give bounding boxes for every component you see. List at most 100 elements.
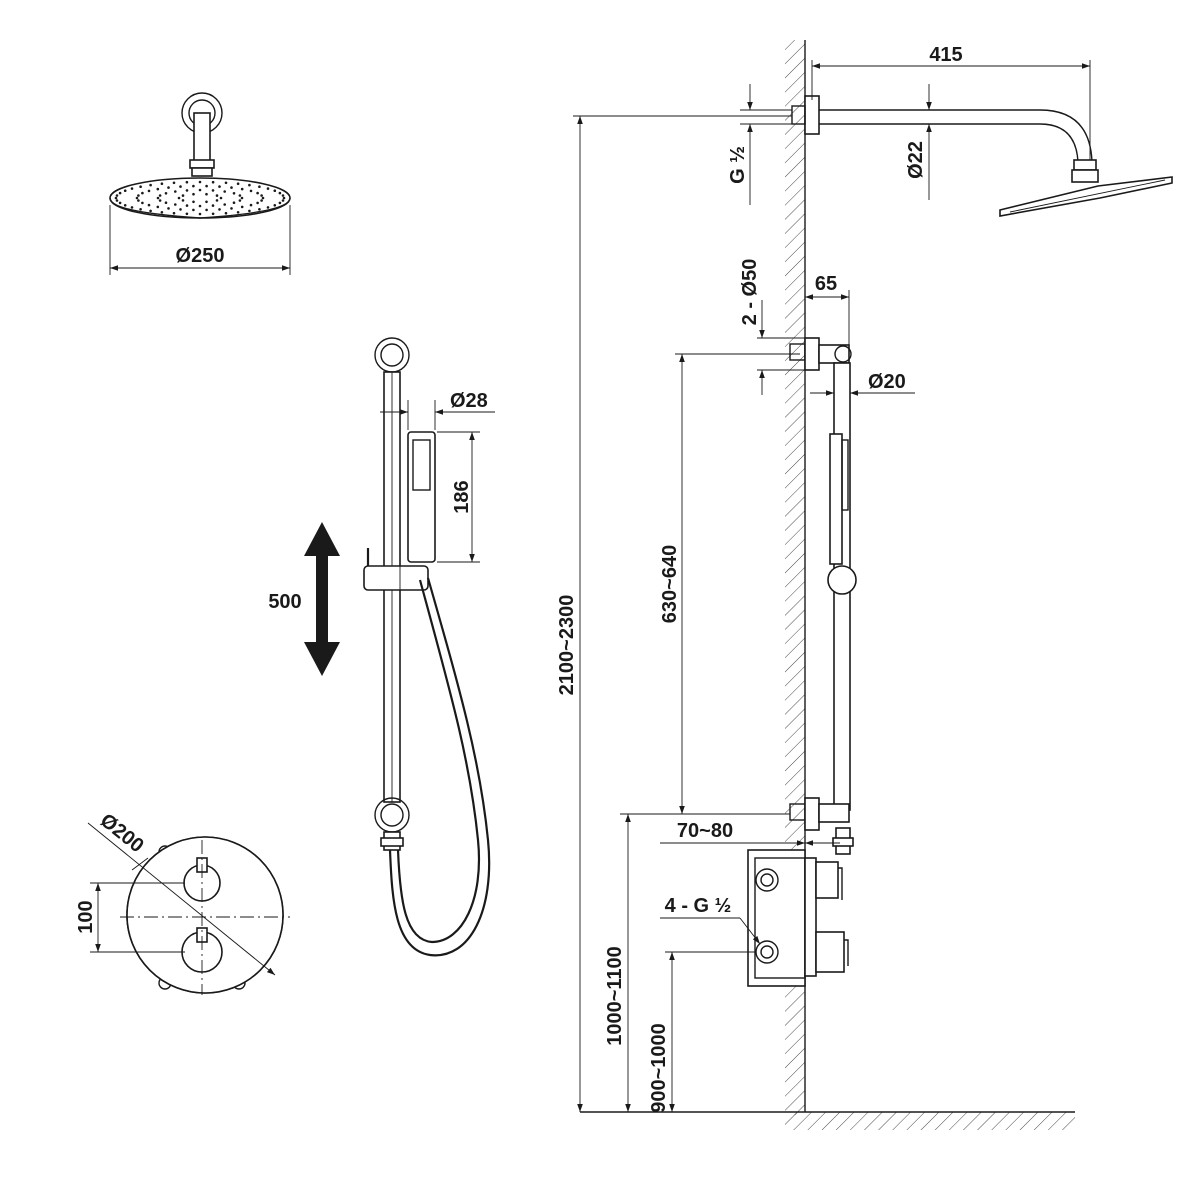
nozzle-dot [160,211,164,214]
nozzle-dot [156,187,160,191]
nozzle-dot [278,201,282,205]
nozzle-dot [240,205,244,209]
nozzle-dot [174,190,177,193]
nozzle-dot [281,199,285,202]
nozzle-dot [266,187,270,190]
nozzle-dot [181,199,185,202]
nozzle-dot [172,211,176,215]
nozzle-dot [218,185,221,188]
nozzle-dot [249,203,253,207]
hand-length-label: 186 [451,480,473,513]
nozzle-dot [273,189,277,192]
nozzle-dot [236,182,240,185]
nozzle-dot [192,192,195,196]
nozzle-dot [215,199,219,202]
nozzle-dot [230,207,233,210]
nozzle-dot [147,203,151,207]
nozzle-dot [198,212,202,216]
nozzle-dot [273,204,277,207]
nozzle-dot [164,192,168,195]
nozzle-dot [223,203,226,206]
nozzle-dot [167,186,170,189]
outlet-depth-label: 70~80 [677,820,733,842]
valve-connections-label: 4 - G ½ [665,895,732,917]
total-height-label: 2100~2300 [556,595,578,696]
nozzle-dot [240,187,244,191]
nozzle-dot [211,180,215,184]
nozzle-dot [240,196,244,200]
nozzle-dot [185,189,189,192]
nozzle-dot [149,209,152,213]
nozzle-dot [167,207,170,210]
nozzle-dot [118,201,122,205]
nozzle-dot [198,188,202,192]
slide-travel-arrow [304,522,340,676]
nozzle-dot [236,211,240,214]
nozzle-dot [139,208,142,211]
nozzle-dot [130,206,134,209]
slide-rail-view: Ø28 186 500 [268,337,495,957]
nozzle-dot [258,185,261,188]
valve-height-label: 1000~1100 [604,946,626,1046]
nozzle-dot [137,194,140,197]
nozzle-dot [158,199,162,202]
nozzle-dot [160,182,164,185]
nozzle-dot [192,184,195,188]
nozzle-dot [224,211,228,215]
nozzle-dot [139,185,142,188]
rail-diameter-label: Ø20 [868,371,906,393]
arm-length-label: 415 [929,44,962,66]
mixer-plate-view: 100 Ø200 [75,809,290,995]
nozzle-dot [261,196,265,200]
nozzle-dot [211,204,215,207]
nozzle-dot [215,194,219,197]
nozzle-dot [185,212,189,216]
nozzle-dot [205,192,208,196]
nozzle-dot [248,209,251,213]
nozzle-dot [164,201,168,204]
nozzle-dot [238,194,242,197]
nozzle-dot [172,181,176,185]
nozzle-dot [248,183,251,187]
nozzle-dot [185,180,189,184]
nozzle-dot [224,181,228,185]
nozzle-dot [115,199,119,202]
nozzle-dot [135,196,139,200]
nozzle-dot [198,180,202,184]
nozzle-dot [130,187,134,190]
nozzle-dot [282,196,286,200]
nozzle-dot [256,201,259,205]
nozzle-dot [223,190,226,193]
nozzle-dot [158,194,162,197]
nozzle-dot [281,194,285,197]
nozzle-dot [192,208,195,212]
nozzle-dot [258,208,261,211]
nozzle-dot [149,183,152,187]
side-elevation-view: 415 G ½ Ø22 2 - Ø50 [556,40,1173,1130]
nozzle-dot [218,208,221,211]
nozzle-dot [156,196,160,200]
nozzle-dot [260,194,263,197]
nozzle-dot [123,189,127,192]
nozzle-dot [177,196,181,200]
bracket-diameter-label: 2 - Ø50 [739,259,761,326]
nozzle-dot [115,194,119,197]
nozzle-dot [232,201,236,204]
nozzle-dot [230,186,233,189]
plate-spacing-label: 100 [75,900,97,933]
nozzle-dot [118,191,122,195]
nozzle-dot [238,199,242,202]
nozzle-dot [205,184,208,188]
nozzle-dot [219,196,223,200]
arm-diameter-label: Ø22 [905,141,927,179]
nozzle-dot [114,196,118,200]
overhead-shower-view: Ø250 [109,92,291,275]
hand-diameter-label: Ø28 [450,390,488,412]
nozzle-dot [205,208,208,212]
lower-height-label: 900~1000 [648,1023,670,1113]
nozzle-dot [256,191,259,195]
nozzle-dot [249,189,253,193]
nozzle-dot [185,204,189,207]
nozzle-dot [266,206,270,209]
nozzle-pattern [114,180,286,216]
